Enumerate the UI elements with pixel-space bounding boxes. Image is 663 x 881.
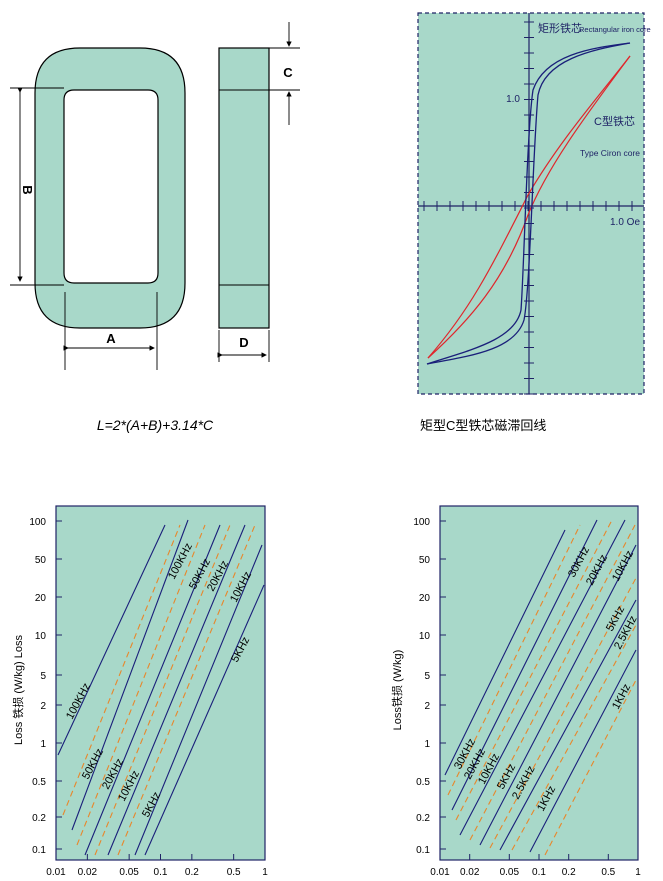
y-tick-label: 5 (424, 671, 430, 682)
loss-curve (57, 524, 166, 756)
x-tick-label: 0.5 (601, 867, 615, 878)
y-tick-label: 10 (35, 631, 47, 642)
y-tick-label: 0.1 (32, 845, 46, 856)
loss-curve (455, 519, 613, 821)
x-tick-label: 1 (635, 867, 641, 878)
loss-chart-2-ylabel: Loss铁损 (W/kg) (390, 650, 404, 731)
dim-d-label: D (239, 335, 248, 350)
y-tick-label: 100 (413, 517, 430, 528)
hysteresis-caption: 矩型C型铁芯磁滞回线 (420, 418, 546, 433)
loss-curve (62, 524, 181, 816)
y-tick-label: 20 (419, 593, 431, 604)
c-core-label-en: Type Ciron core (580, 148, 640, 158)
x-tick-label: 0.01 (430, 867, 450, 878)
y-tick-label: 0.2 (416, 813, 430, 824)
loss-curve (71, 519, 189, 831)
x-tick-label: 0.2 (185, 867, 199, 878)
length-formula: L=2*(A+B)+3.14*C (97, 417, 214, 433)
core-side-view (218, 47, 270, 329)
loss-chart-1-ylabel: Loss 铁损 (W/kg) Loss (11, 634, 25, 745)
dimension-d (217, 330, 270, 362)
rect-core-label-cn: 矩形铁芯 (538, 21, 582, 35)
x-tick-label: 0.02 (460, 867, 480, 878)
y-tick-label: 0.5 (32, 777, 46, 788)
x-tick-label: 0.05 (119, 867, 139, 878)
y-tick-label: 2 (424, 701, 430, 712)
x-tick-label: 1.0 Oe (610, 217, 640, 228)
x-tick-label: 0.05 (500, 867, 520, 878)
y-tick-label: 1 (40, 739, 46, 750)
loss-curve (84, 524, 221, 856)
x-tick-label: 0.02 (78, 867, 98, 878)
dim-c-label: C (283, 65, 293, 80)
core-front-view (34, 47, 186, 329)
loss-curve (76, 524, 206, 846)
loss-curve (451, 519, 598, 811)
x-tick-label: 0.2 (562, 867, 576, 878)
loss-curve (479, 544, 637, 846)
y-tick-label: 2 (40, 701, 46, 712)
y-tick-label: 0.2 (32, 813, 46, 824)
loss-curve (489, 577, 637, 849)
x-tick-label: 0.5 (227, 867, 241, 878)
loss-curve (511, 624, 637, 851)
loss-curve (107, 524, 246, 856)
loss-curve (499, 599, 637, 851)
hysteresis-panel (417, 12, 645, 395)
y-tick-label: 50 (35, 555, 47, 566)
dim-a-label: A (106, 331, 116, 346)
loss-curve (447, 524, 581, 796)
y-tick-label: 100 (29, 517, 46, 528)
dim-b-label: B (20, 185, 35, 194)
loss-curve (134, 544, 263, 856)
loss-curve (544, 679, 637, 856)
y-tick-label: 10 (419, 631, 431, 642)
loss-curve (459, 519, 626, 836)
loss-curve (529, 649, 637, 853)
loss-curve (444, 529, 566, 776)
y-tick-label: 0.1 (416, 845, 430, 856)
y-tick-label: 1 (424, 739, 430, 750)
y-tick-label: 5 (40, 671, 46, 682)
y-tick-label: 50 (419, 555, 431, 566)
dimension-a (63, 292, 158, 370)
dimension-b (10, 87, 64, 286)
loss-curve (144, 584, 265, 856)
y-tick-label: 1.0 (506, 94, 520, 105)
y-tick-label: 0.5 (416, 777, 430, 788)
rect-core-loop (426, 42, 631, 365)
x-tick-label: 0.01 (46, 867, 66, 878)
x-tick-label: 0.1 (532, 867, 546, 878)
c-core-loop (427, 55, 631, 359)
c-core-label-cn: C型铁芯 (594, 114, 635, 128)
x-tick-label: 1 (262, 867, 268, 878)
x-tick-label: 0.1 (154, 867, 168, 878)
dimension-c (269, 22, 300, 125)
rect-core-label-en: Rectangular iron core (579, 25, 651, 34)
y-tick-label: 20 (35, 593, 47, 604)
